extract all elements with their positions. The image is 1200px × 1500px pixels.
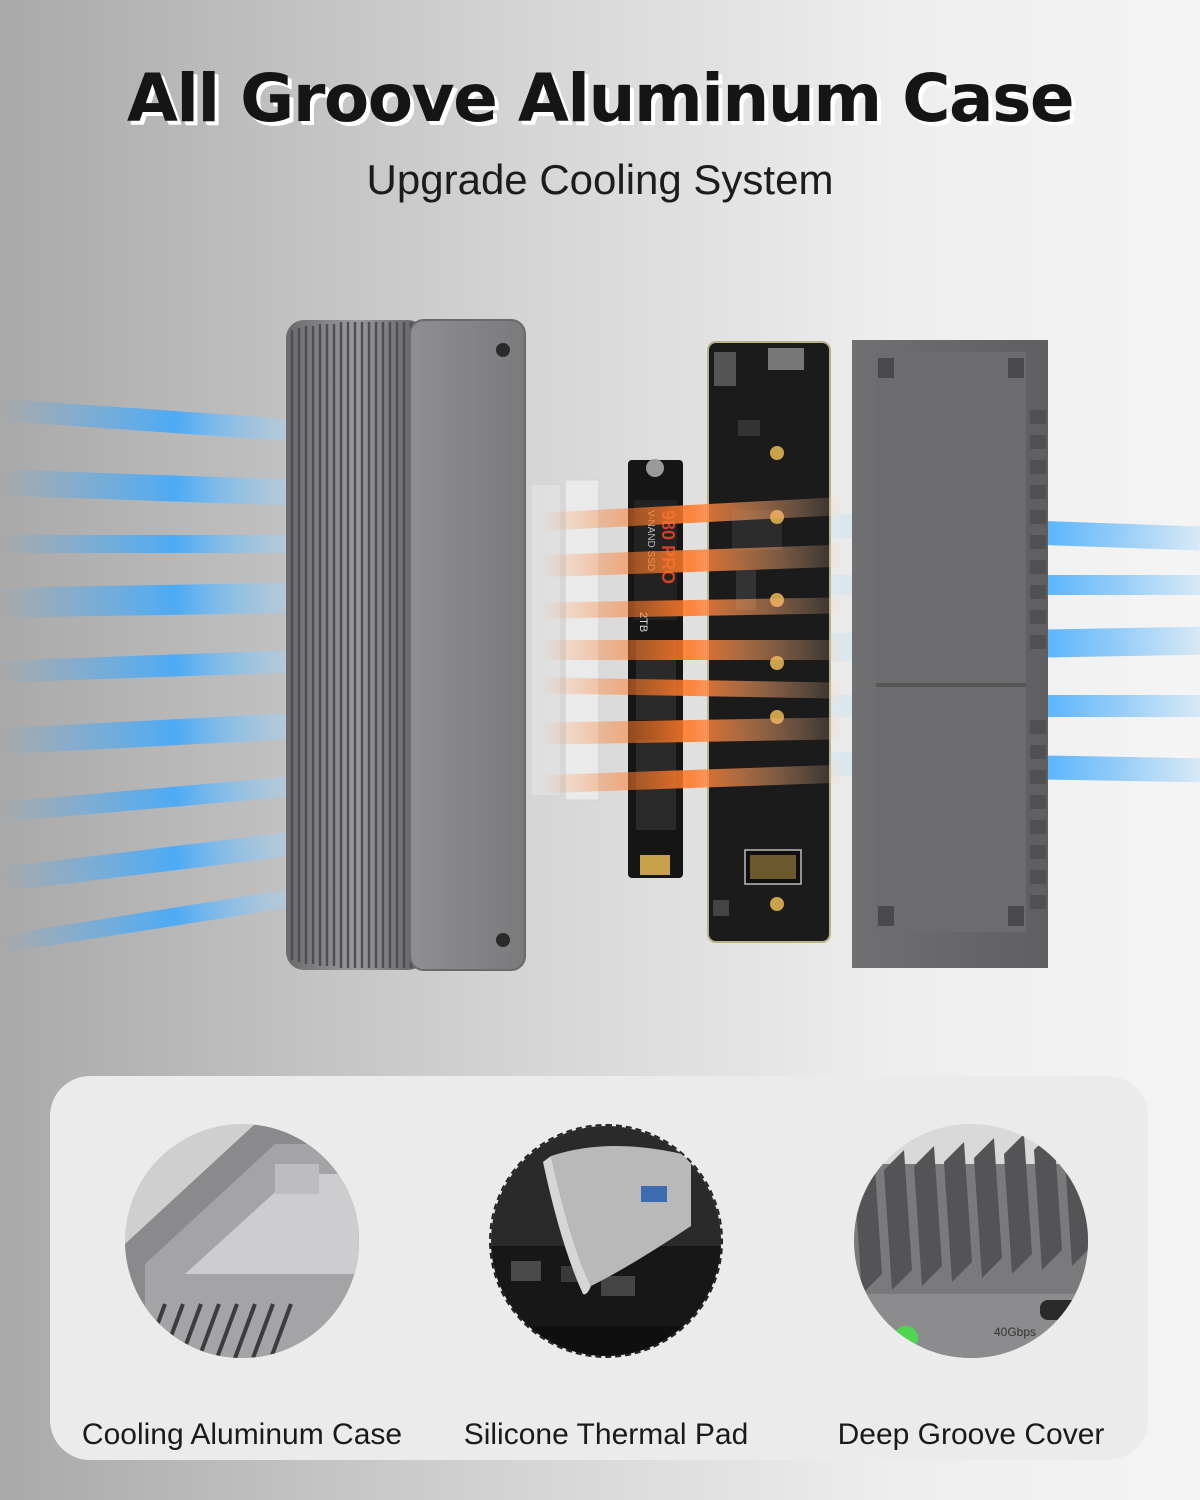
page-title: All Groove Aluminum Case (126, 60, 1075, 137)
exploded-product-view: V-NAND SSD 980 PRO 2TB (0, 319, 1200, 971)
groove-cover (852, 340, 1048, 968)
ssd-brand-line: V-NAND SSD (645, 510, 656, 571)
feature-label: Cooling Aluminum Case (81, 1418, 403, 1451)
aluminum-case-body (286, 319, 526, 971)
port-speed-text: 40Gbps (994, 1325, 1036, 1339)
ssd-capacity: 2TB (637, 612, 649, 632)
feature-cooling-aluminum-case: Cooling Aluminum Case (82, 1124, 402, 1451)
thermal-pad-icon (489, 1124, 723, 1358)
airflow-left-icon (0, 398, 321, 953)
feature-deep-groove-cover: 40Gbps Deep Groove Cover (838, 1124, 1104, 1451)
page-subtitle: Upgrade Cooling System (366, 156, 834, 203)
feature-label: Silicone Thermal Pad (463, 1418, 749, 1451)
groove-cover-icon: 40Gbps (854, 1124, 1088, 1358)
heat-flow-icon (539, 497, 841, 794)
feature-label: Deep Groove Cover (837, 1418, 1105, 1451)
case-corner-icon (125, 1124, 359, 1358)
feature-silicone-thermal-pad: Silicone Thermal Pad (464, 1124, 748, 1451)
